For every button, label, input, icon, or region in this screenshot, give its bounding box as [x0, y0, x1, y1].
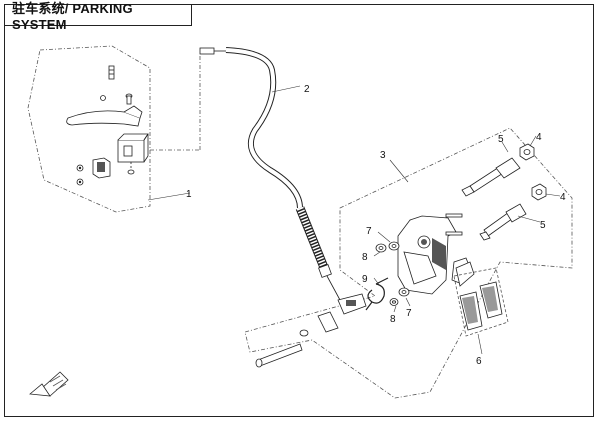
callout-labels: 1 2 3 4 4 5 5 6 7 7 8 8 9: [186, 84, 566, 367]
caliper-body: [397, 213, 471, 295]
callout-7-lower: 7: [406, 308, 412, 319]
washer-upper: [375, 243, 387, 253]
callout-5-lower: 5: [540, 220, 546, 231]
callout-2: 2: [304, 84, 310, 95]
callout-4-upper: 4: [536, 132, 542, 143]
lever-assembly-boundary: [27, 45, 201, 213]
brake-lever: [66, 65, 149, 186]
title-box: 驻车系统/ PARKING SYSTEM: [4, 1, 192, 32]
callout-5-upper: 5: [498, 134, 504, 145]
slide-bolt-lower: [479, 203, 527, 241]
slide-bolt-upper: [461, 157, 521, 197]
seal-lower: [398, 287, 410, 297]
seal-upper: [388, 241, 400, 251]
parking-brake-cable: [199, 47, 341, 301]
return-spring: [365, 277, 389, 311]
washer-lower: [389, 298, 399, 306]
brake-pads: [453, 261, 509, 337]
callout-8-lower: 8: [390, 314, 396, 325]
actuator-pin: [255, 311, 339, 368]
callout-4-lower: 4: [560, 192, 566, 203]
callout-7-upper: 7: [366, 226, 372, 237]
callout-1: 1: [186, 189, 192, 200]
cam-lever: [337, 293, 367, 315]
caliper-assembly-boundary: [244, 127, 573, 399]
diagram-frame: [4, 4, 594, 417]
leader-lines: [147, 85, 561, 355]
callout-8-upper: 8: [362, 252, 368, 263]
front-direction-arrow-icon: [29, 371, 69, 397]
callout-3: 3: [380, 150, 386, 161]
callout-9: 9: [362, 274, 368, 285]
nut-lower: [531, 183, 547, 201]
callout-6: 6: [476, 356, 482, 367]
page-title: 驻车系统/ PARKING SYSTEM: [12, 0, 133, 32]
nut-upper: [519, 143, 535, 161]
